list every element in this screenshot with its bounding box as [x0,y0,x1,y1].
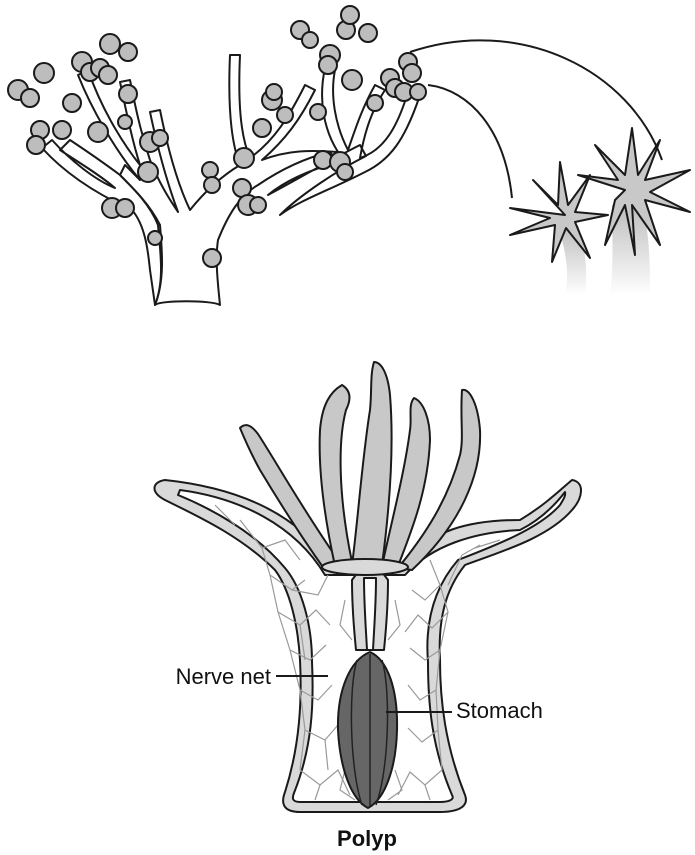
magnification-lines [409,39,663,199]
coral-polyps [7,5,427,268]
stomach [336,651,399,809]
diagram-title: Polyp [337,826,397,851]
tentacle [351,361,393,566]
nerve-net-pattern [214,504,501,801]
large-polyp [577,127,691,256]
tentacle [397,388,482,571]
coral-colony [7,5,427,306]
magnified-polyps [509,127,691,295]
tentacle [381,397,431,567]
tentacle [239,424,339,571]
tentacles [239,361,482,571]
nerve-net-label: Nerve net [176,664,271,689]
stomach-label: Stomach [456,698,543,723]
tentacle [318,384,353,567]
oral-disc [321,558,409,576]
small-polyp [509,161,609,263]
polyp-cross-section [153,361,582,813]
